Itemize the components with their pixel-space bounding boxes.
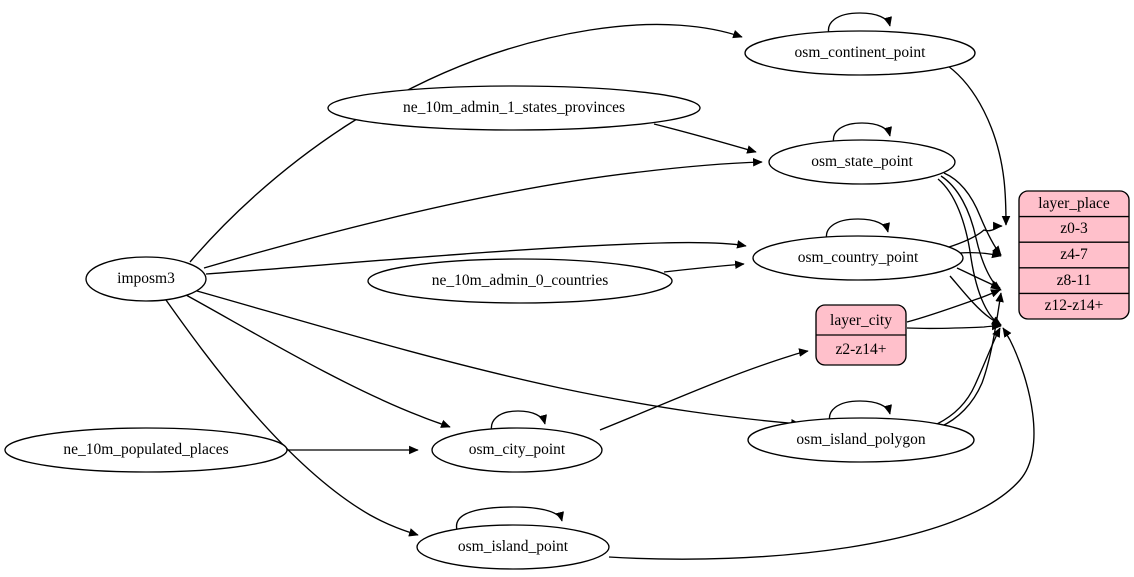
edge-osm-island-polygon-to-layer-place-z8-11 [939, 292, 1004, 428]
node-imposm3[interactable] [85, 256, 207, 302]
edge-osm-island-polygon-to-layer-place-z12-z14 [936, 327, 1001, 425]
nodes-layer [4, 30, 1130, 570]
node-osm-city-point[interactable] [431, 427, 603, 473]
node-osm-island-point[interactable] [416, 524, 610, 570]
edge-osm-state-point-to-layer-place-z12-z14 [937, 178, 1002, 326]
layer-place-body[interactable] [1018, 190, 1130, 320]
edge-osm-state-point-to-layer-place-z8-11 [940, 175, 1002, 291]
node-osm-country-point[interactable] [752, 235, 964, 281]
edge-osm-country-point-to-layer-place-z8-11 [956, 267, 1001, 289]
edge-imposm3-to-osm-country-point [205, 240, 747, 275]
edge-ne-countries-to-osm-country-point [663, 260, 745, 273]
edge-self-osm-island-polygon [828, 400, 892, 423]
edge-osm-city-point-to-layer-city-z2-z14 [599, 348, 809, 431]
edge-self-osm-island-point [455, 506, 564, 531]
edge-imposm3-to-osm-continent-point [189, 23, 743, 263]
node-ne-10m-admin-0-countries[interactable] [367, 258, 673, 304]
node-ne-10m-admin-1-states-provinces[interactable] [327, 85, 701, 131]
edge-imposm3-to-osm-island-point [165, 299, 419, 537]
edge-osm-country-point-to-layer-place-z4-7 [958, 249, 1002, 259]
edge-imposm3-to-osm-city-point [185, 294, 451, 428]
edge-self-osm-city-point [490, 410, 547, 433]
node-layer-city[interactable] [815, 304, 907, 366]
edge-osm-state-point-to-layer-place-z4-7 [943, 172, 1002, 256]
node-osm-continent-point[interactable] [744, 30, 976, 76]
edge-layer-city-to-layer-place-z12-z14 [906, 321, 1002, 331]
edge-self-osm-state-point [832, 122, 892, 145]
edge-imposm3-to-osm-state-point [203, 158, 763, 269]
node-layer-place[interactable] [1018, 190, 1130, 320]
edge-self-osm-continent-point [827, 12, 892, 35]
edge-osm-continent-point-to-layer-place-z0-3 [947, 65, 1011, 226]
node-osm-island-polygon[interactable] [747, 417, 975, 463]
node-ne-10m-populated-places[interactable] [4, 427, 288, 473]
edge-ne-states-to-osm-state-point [653, 123, 757, 154]
edge-layer-city-to-layer-place-z8-11 [906, 289, 1001, 323]
node-osm-state-point[interactable] [768, 139, 956, 185]
edges-layer [165, 12, 1035, 560]
edge-self-osm-country-point [825, 218, 890, 241]
edge-imposm3-to-osm-island-polygon [196, 290, 801, 428]
edge-osm-country-point-to-layer-place-z0-3 [945, 221, 1003, 249]
edge-osm-island-point-to-layer-place-z12-z14 [608, 327, 1035, 560]
